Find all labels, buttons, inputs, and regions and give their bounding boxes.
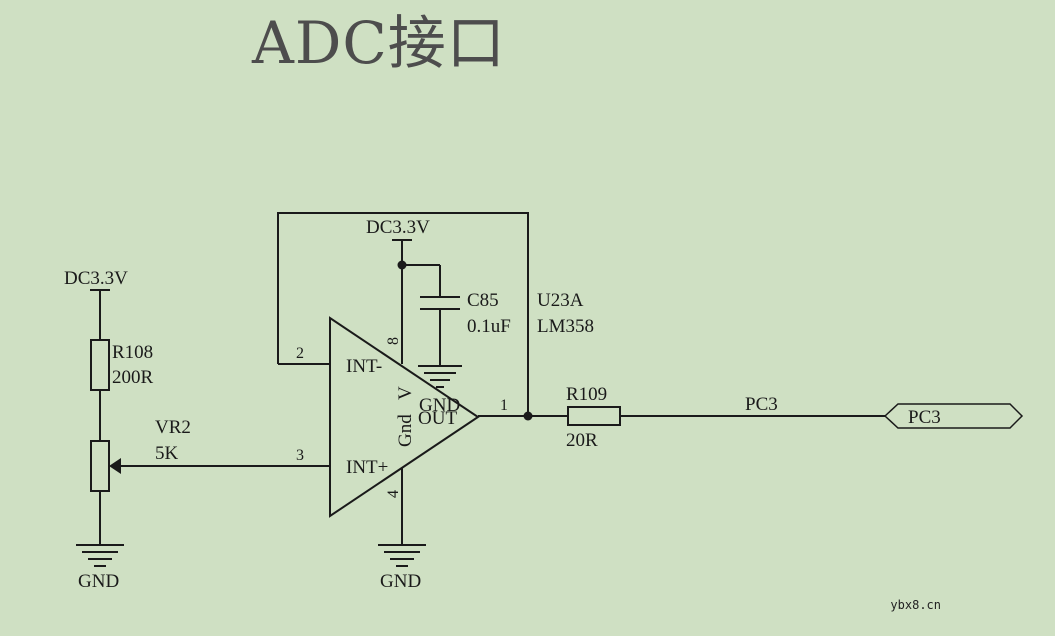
pin-number-2: 2 [296, 345, 304, 362]
r109-value: 20R [566, 430, 598, 451]
r109-ref: R109 [566, 384, 607, 405]
c85-value: 0.1uF [467, 316, 511, 337]
pot-ground-label: GND [78, 571, 119, 592]
u23a-part: LM358 [537, 316, 594, 337]
vr2-ref: VR2 [155, 417, 191, 438]
u23a-ref: U23A [537, 290, 584, 311]
opamp-out-label: OUT [418, 408, 457, 429]
opamp-gnd-pin-label: Gnd [395, 414, 416, 447]
r108-value: 200R [112, 367, 154, 388]
c85-ref: C85 [467, 290, 499, 311]
pin-number-1: 1 [500, 397, 508, 414]
power-label-top: DC3.3V [366, 217, 430, 238]
r108-ref: R108 [112, 342, 153, 363]
wiper-arrow-icon [109, 458, 121, 474]
opamp-in-minus-label: INT- [346, 356, 382, 377]
pc3-port [883, 403, 1024, 429]
opamp-v-pin-label: V [395, 386, 416, 400]
page-title: ADC接口 [252, 9, 506, 77]
resistor-r109 [567, 406, 621, 426]
net-label-pc3: PC3 [745, 394, 778, 415]
feedback-wire [277, 212, 529, 416]
vr2-value: 5K [155, 443, 179, 464]
cap-ground-label: GND [419, 395, 460, 416]
pin-number-3: 3 [296, 447, 304, 464]
pin-number-4: 4 [385, 490, 402, 498]
opamp-symbol [329, 316, 480, 518]
junction-dot-output [523, 411, 533, 421]
resistor-r108 [90, 339, 110, 391]
opamp-ground-label: GND [380, 571, 421, 592]
potentiometer-vr2 [90, 440, 110, 492]
port-label-pc3: PC3 [908, 407, 941, 428]
watermark: ybx8.cn [890, 598, 941, 612]
opamp-in-plus-label: INT+ [346, 457, 388, 478]
pin-number-8: 8 [385, 337, 402, 345]
power-label-left: DC3.3V [64, 268, 128, 289]
